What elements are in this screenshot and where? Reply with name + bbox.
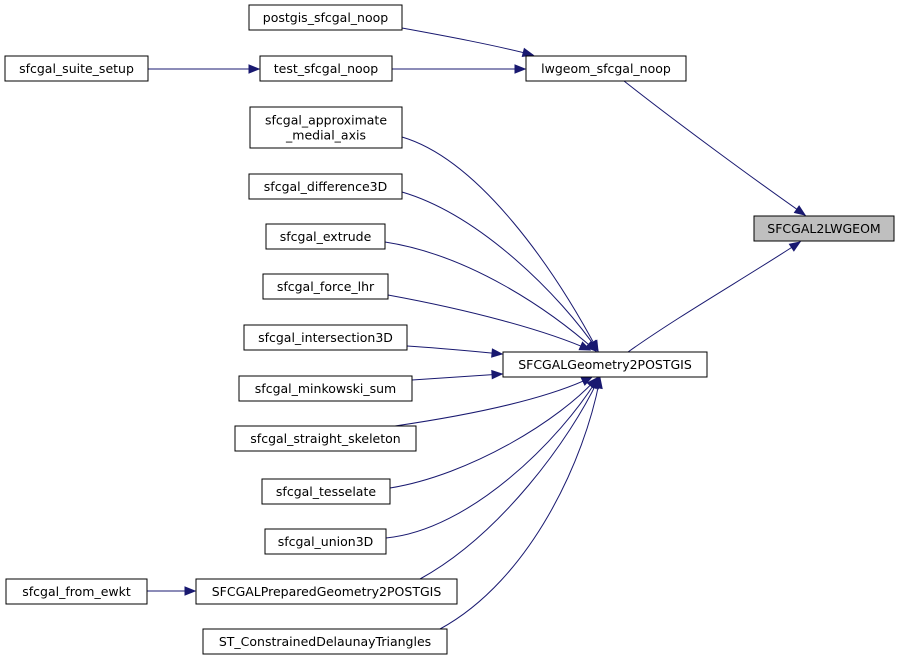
edge-sfcgal_from_ewkt-to-SFCGALPreparedGeometry2POSTGIS <box>147 586 197 596</box>
node-box <box>248 173 403 200</box>
node-label: sfcgal_approximate <box>265 113 387 128</box>
node-label: sfcgal_union3D <box>278 534 374 549</box>
node-label: SFCGAL2LWGEOM <box>767 221 880 236</box>
edge-line <box>385 377 599 539</box>
node-label: sfcgal_difference3D <box>264 179 387 194</box>
node-postgis_sfcgal_noop[interactable]: postgis_sfcgal_noop <box>248 4 403 31</box>
node-box <box>248 4 403 31</box>
node-label: test_sfcgal_noop <box>274 61 379 76</box>
node-box <box>265 223 386 250</box>
node-sfcgal_from_ewkt[interactable]: sfcgal_from_ewkt <box>5 578 148 605</box>
arrowhead-icon <box>593 376 603 390</box>
node-label: sfcgal_extrude <box>280 229 372 244</box>
edge-sfcgal_tesselate-to-SFCGALGeometry2POSTGIS <box>389 376 598 489</box>
node-box <box>261 478 391 505</box>
edge-line <box>627 241 801 353</box>
node-sfcgal_union3D[interactable]: sfcgal_union3D <box>264 528 387 555</box>
arrowhead-icon <box>578 341 592 351</box>
edge-line <box>389 377 598 489</box>
node-box <box>202 628 448 655</box>
node-sfcgal_suite_setup[interactable]: sfcgal_suite_setup <box>4 55 149 82</box>
node-box <box>195 578 458 605</box>
edge-SFCGALGeometry2POSTGIS-to-SFCGAL2LWGEOM <box>627 241 802 353</box>
node-box <box>249 106 403 149</box>
node-SFCGALPreparedGeometry2POSTGIS[interactable]: SFCGALPreparedGeometry2POSTGIS <box>195 578 458 605</box>
edge-line <box>439 377 601 630</box>
edge-lwgeom_sfcgal_noop-to-SFCGAL2LWGEOM <box>623 80 807 216</box>
node-test_sfcgal_noop[interactable]: test_sfcgal_noop <box>259 55 393 82</box>
edge-line <box>411 373 503 381</box>
node-SFCGALGeometry2POSTGIS[interactable]: SFCGALGeometry2POSTGIS <box>502 351 708 378</box>
edge-sfcgal_suite_setup-to-test_sfcgal_noop <box>148 64 261 74</box>
node-box <box>525 55 687 82</box>
edge-line <box>406 345 503 355</box>
node-label: sfcgal_straight_skeleton <box>250 431 400 446</box>
node-box <box>5 578 148 605</box>
arrowhead-icon <box>248 64 261 74</box>
arrowhead-icon <box>788 241 802 252</box>
edges-layer <box>147 27 807 630</box>
node-label: SFCGALPreparedGeometry2POSTGIS <box>212 584 442 599</box>
arrowhead-icon <box>184 586 197 596</box>
edge-line <box>623 80 806 216</box>
edge-line <box>419 377 600 580</box>
node-box <box>238 375 413 402</box>
node-label: SFCGALGeometry2POSTGIS <box>518 357 692 372</box>
edge-ST_ConstrainedDelaunayTriangles-to-SFCGALGeometry2POSTGIS <box>439 376 603 630</box>
node-label: postgis_sfcgal_noop <box>263 10 388 25</box>
edge-line <box>394 376 593 427</box>
edge-line <box>401 136 599 352</box>
node-sfcgal_approximate_medial_axis[interactable]: sfcgal_approximate_medial_axis <box>249 106 403 149</box>
arrowhead-icon <box>585 340 598 352</box>
arrowhead-icon <box>793 205 807 216</box>
node-label: sfcgal_tesselate <box>276 484 376 499</box>
node-box <box>262 273 389 300</box>
node-label: ST_ConstrainedDelaunayTriangles <box>219 634 431 649</box>
node-label: sfcgal_from_ewkt <box>22 584 131 599</box>
edge-sfcgal_intersection3D-to-SFCGALGeometry2POSTGIS <box>406 345 504 358</box>
edge-sfcgal_extrude-to-SFCGALGeometry2POSTGIS <box>384 241 598 352</box>
node-box <box>502 351 708 378</box>
edge-sfcgal_straight_skeleton-to-SFCGALGeometry2POSTGIS <box>394 376 594 427</box>
edge-test_sfcgal_noop-to-lwgeom_sfcgal_noop <box>392 64 527 74</box>
edge-sfcgal_difference3D-to-SFCGALGeometry2POSTGIS <box>401 191 599 353</box>
node-label: _medial_axis <box>285 128 366 143</box>
node-sfcgal_straight_skeleton[interactable]: sfcgal_straight_skeleton <box>234 425 417 452</box>
nodes-layer: postgis_sfcgal_nooplwgeom_sfcgal_noopsfc… <box>4 4 895 655</box>
node-box <box>243 324 408 351</box>
edge-line <box>384 241 597 352</box>
edge-line <box>401 27 534 56</box>
node-sfcgal_extrude[interactable]: sfcgal_extrude <box>265 223 386 250</box>
node-box <box>234 425 417 452</box>
node-box <box>264 528 387 555</box>
node-SFCGAL2LWGEOM[interactable]: SFCGAL2LWGEOM <box>753 215 895 242</box>
node-box <box>753 215 895 242</box>
node-sfcgal_minkowski_sum[interactable]: sfcgal_minkowski_sum <box>238 375 413 402</box>
arrowhead-icon <box>514 64 527 74</box>
arrowhead-icon <box>491 369 504 380</box>
arrowhead-icon <box>491 348 504 358</box>
edge-postgis_sfcgal_noop-to-lwgeom_sfcgal_noop <box>401 27 535 57</box>
arrowhead-icon <box>521 47 535 57</box>
node-sfcgal_tesselate[interactable]: sfcgal_tesselate <box>261 478 391 505</box>
edge-sfcgal_force_lhr-to-SFCGALGeometry2POSTGIS <box>387 294 592 351</box>
edge-line <box>387 294 591 351</box>
node-sfcgal_force_lhr[interactable]: sfcgal_force_lhr <box>262 273 389 300</box>
node-label: sfcgal_force_lhr <box>277 279 375 294</box>
node-box <box>4 55 149 82</box>
edge-sfcgal_minkowski_sum-to-SFCGALGeometry2POSTGIS <box>411 369 504 381</box>
node-sfcgal_intersection3D[interactable]: sfcgal_intersection3D <box>243 324 408 351</box>
node-lwgeom_sfcgal_noop[interactable]: lwgeom_sfcgal_noop <box>525 55 687 82</box>
edge-sfcgal_union3D-to-SFCGALGeometry2POSTGIS <box>385 376 599 539</box>
edge-sfcgal_approximate_medial_axis-to-SFCGALGeometry2POSTGIS <box>401 136 599 353</box>
node-label: sfcgal_intersection3D <box>258 330 393 345</box>
node-box <box>259 55 393 82</box>
edge-line <box>401 191 599 352</box>
node-ST_ConstrainedDelaunayTriangles[interactable]: ST_ConstrainedDelaunayTriangles <box>202 628 448 655</box>
node-label: lwgeom_sfcgal_noop <box>541 61 671 76</box>
node-label: sfcgal_suite_setup <box>19 61 134 76</box>
node-sfcgal_difference3D[interactable]: sfcgal_difference3D <box>248 173 403 200</box>
node-label: sfcgal_minkowski_sum <box>255 381 396 396</box>
